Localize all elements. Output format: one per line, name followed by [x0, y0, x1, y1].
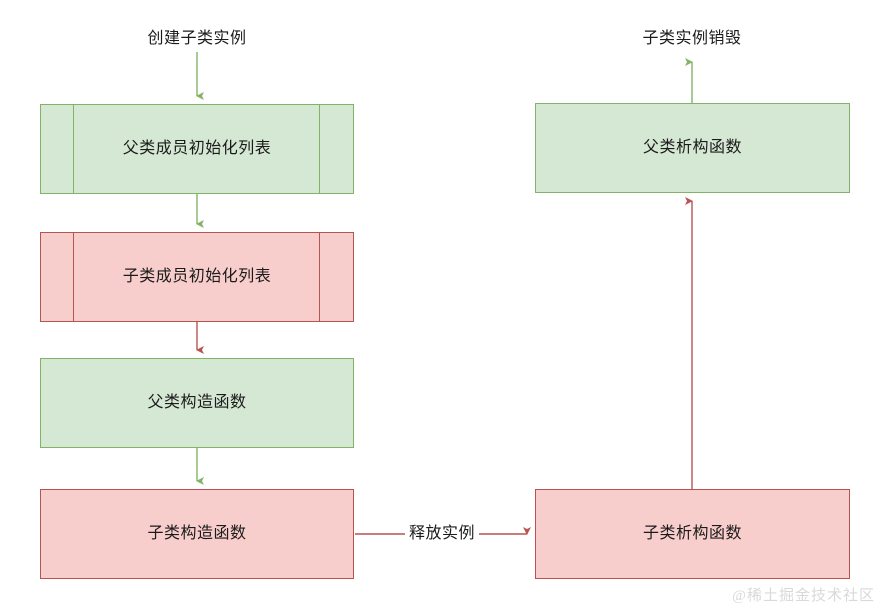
node-label: 子类构造函数	[147, 525, 247, 542]
node-child-destructor[interactable]: 子类析构函数	[535, 489, 850, 579]
node-label: 父类构造函数	[147, 394, 247, 411]
start-label-create-subclass-instance: 创建子类实例	[147, 30, 247, 47]
node-label: 父类成员初始化列表	[122, 140, 272, 157]
node-label: 父类析构函数	[642, 139, 742, 156]
node-divider-right	[319, 233, 320, 321]
node-label: 子类析构函数	[642, 525, 742, 542]
watermark: @稀土掘金技术社区	[732, 588, 875, 604]
node-parent-member-init-list[interactable]: 父类成员初始化列表	[40, 104, 354, 194]
node-divider-left	[73, 233, 74, 321]
node-divider-left	[73, 105, 74, 193]
node-parent-destructor[interactable]: 父类析构函数	[535, 103, 850, 193]
node-child-constructor[interactable]: 子类构造函数	[40, 489, 354, 579]
node-child-member-init-list[interactable]: 子类成员初始化列表	[40, 232, 354, 322]
node-label: 子类成员初始化列表	[122, 268, 272, 285]
node-parent-constructor[interactable]: 父类构造函数	[40, 358, 354, 448]
end-label-destroy-subclass-instance: 子类实例销毁	[642, 30, 742, 47]
edge-label-release-instance: 释放实例	[404, 526, 480, 542]
node-divider-right	[319, 105, 320, 193]
